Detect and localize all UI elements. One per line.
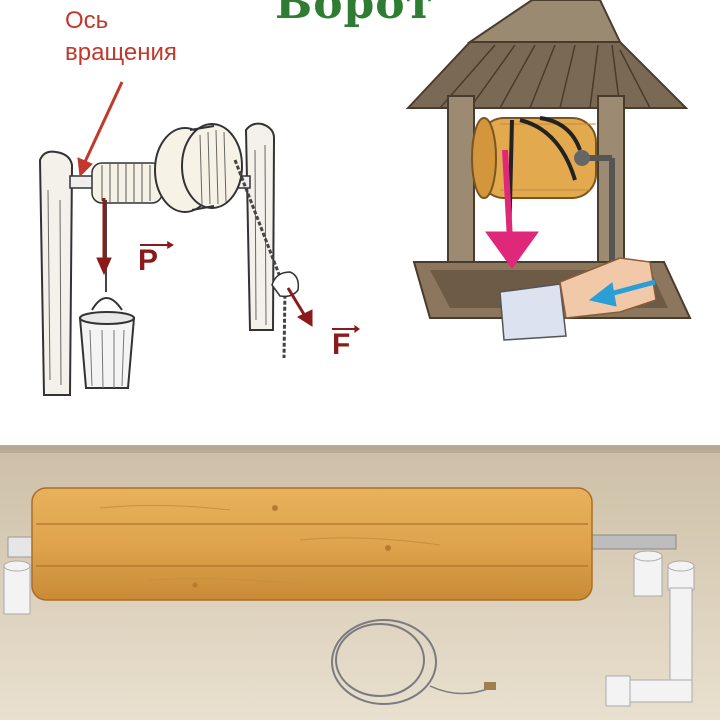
pvc-crank [605, 587, 693, 707]
well-roof [405, 0, 689, 109]
force-f-arrow [286, 287, 313, 327]
page-title: Ворот [275, 0, 434, 29]
rotation-axis-label-line2: вращения [65, 39, 177, 66]
rotation-axis-label: Ось вращения [65, 5, 177, 69]
load-arrow [485, 149, 539, 269]
left-post [38, 150, 74, 396]
right-post [244, 122, 276, 331]
force-f-label: F [332, 325, 360, 362]
hand [271, 271, 300, 298]
pipe-axle-right [589, 534, 677, 550]
force-p-label: P [138, 241, 174, 278]
large-wheel [154, 123, 243, 213]
force-f-text: F [332, 328, 351, 361]
force-p-arrow [96, 198, 112, 276]
left-pipe-stand [3, 560, 31, 615]
bucket [78, 297, 136, 389]
wooden-drum [31, 487, 593, 601]
rotation-axis-label-line1: Ось [65, 7, 109, 34]
effort-arrow [588, 279, 656, 307]
axis-pointer-arrow [77, 81, 124, 178]
force-p-text: P [138, 244, 159, 277]
